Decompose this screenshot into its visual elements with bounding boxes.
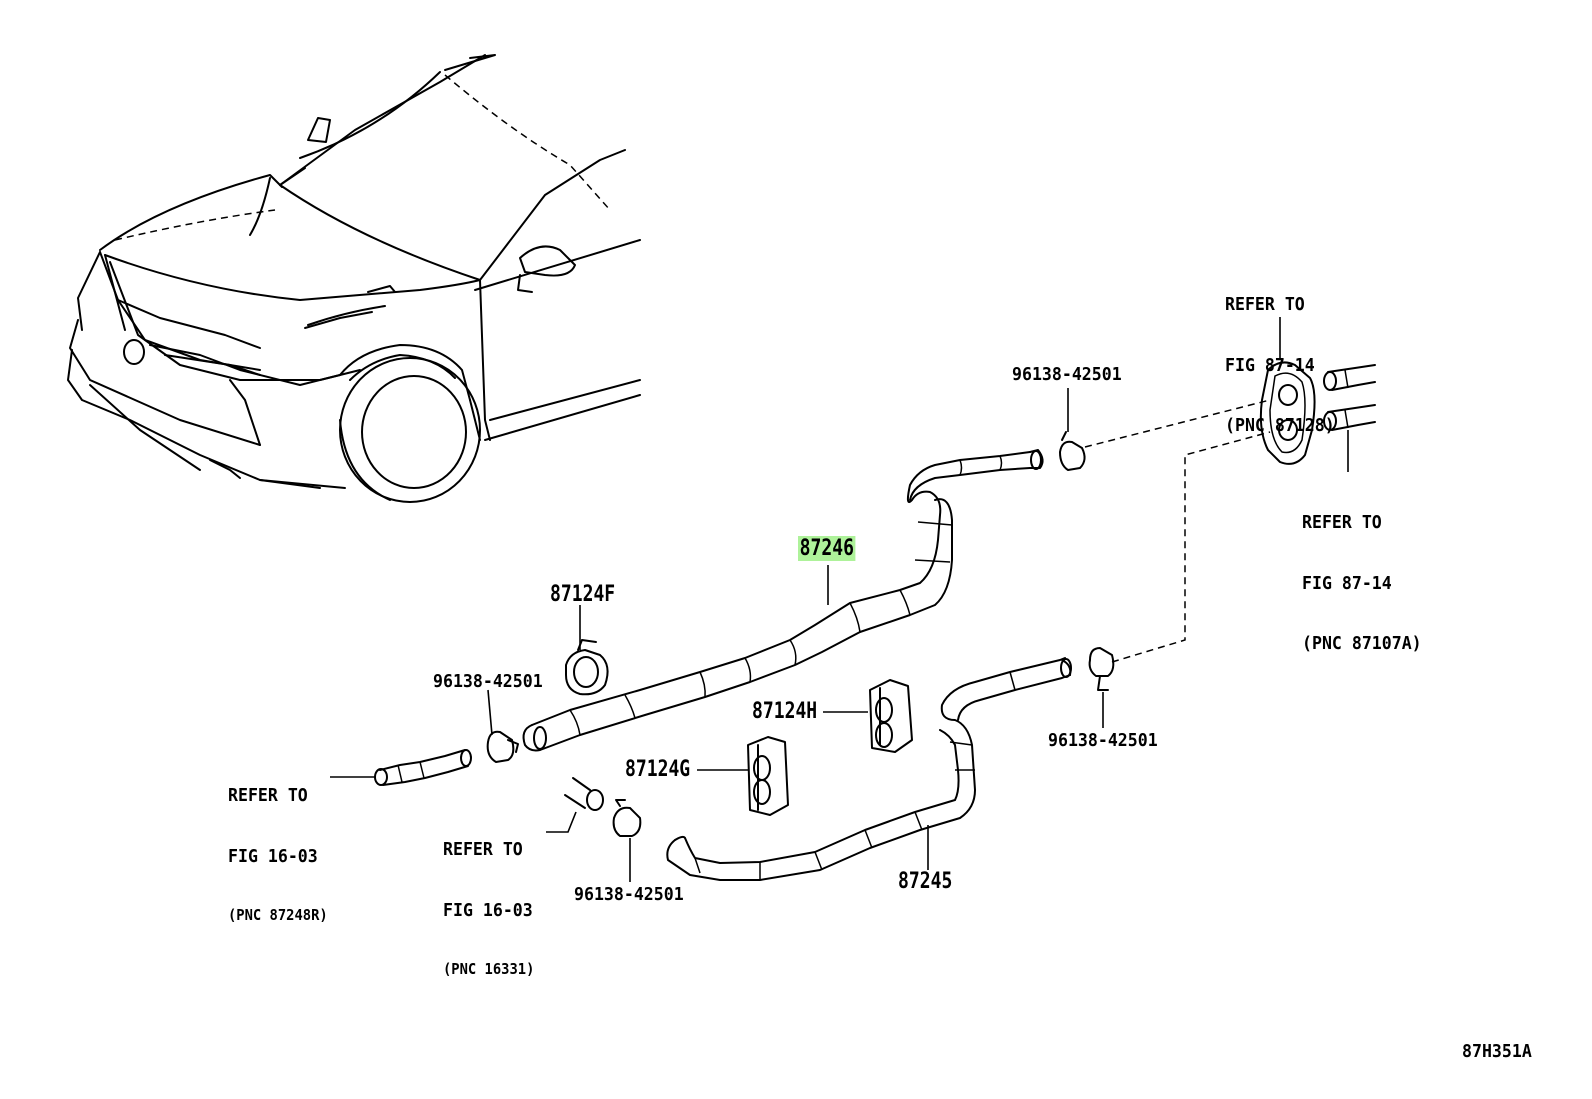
clamp-bottom	[612, 799, 642, 837]
clip-87124h	[869, 679, 913, 753]
clip-87124f	[565, 639, 609, 696]
refer-87128: REFER TO FIG 87-14 (PNC 87128)	[1225, 294, 1335, 437]
label-87245: 87245	[898, 869, 953, 894]
leader-lines	[330, 317, 1349, 882]
label-clamp-bottom: 96138-42501	[574, 884, 684, 905]
label-87124g: 87124G	[625, 757, 691, 782]
clamp-top	[1059, 431, 1086, 471]
diagram-code: 87H351A	[1462, 1041, 1532, 1062]
label-87246: 87246	[798, 536, 856, 561]
car-illustration	[67, 54, 641, 503]
label-87124h: 87124H	[752, 699, 818, 724]
label-clamp-top: 96138-42501	[1012, 364, 1122, 385]
hose-87246	[522, 449, 1044, 752]
pipe-87107a	[1323, 364, 1376, 431]
label-clamp-right: 96138-42501	[1048, 730, 1158, 751]
grommet-87128	[1259, 361, 1316, 465]
pipe-87248r	[374, 749, 472, 786]
refer-87107a: REFER TO FIG 87-14 (PNC 87107A)	[1302, 512, 1422, 655]
clip-87124g	[747, 736, 789, 816]
label-87124f: 87124F	[550, 582, 616, 607]
pipe-16331	[564, 777, 604, 811]
refer-16331: REFER TO FIG 16-03 (PNC 16331)	[443, 839, 535, 979]
clamp-left	[486, 730, 519, 763]
refer-87248r: REFER TO FIG 16-03 (PNC 87248R)	[228, 785, 328, 925]
clamp-right	[1088, 647, 1115, 691]
hose-87245	[666, 657, 1072, 881]
label-clamp-left: 96138-42501	[433, 671, 543, 692]
